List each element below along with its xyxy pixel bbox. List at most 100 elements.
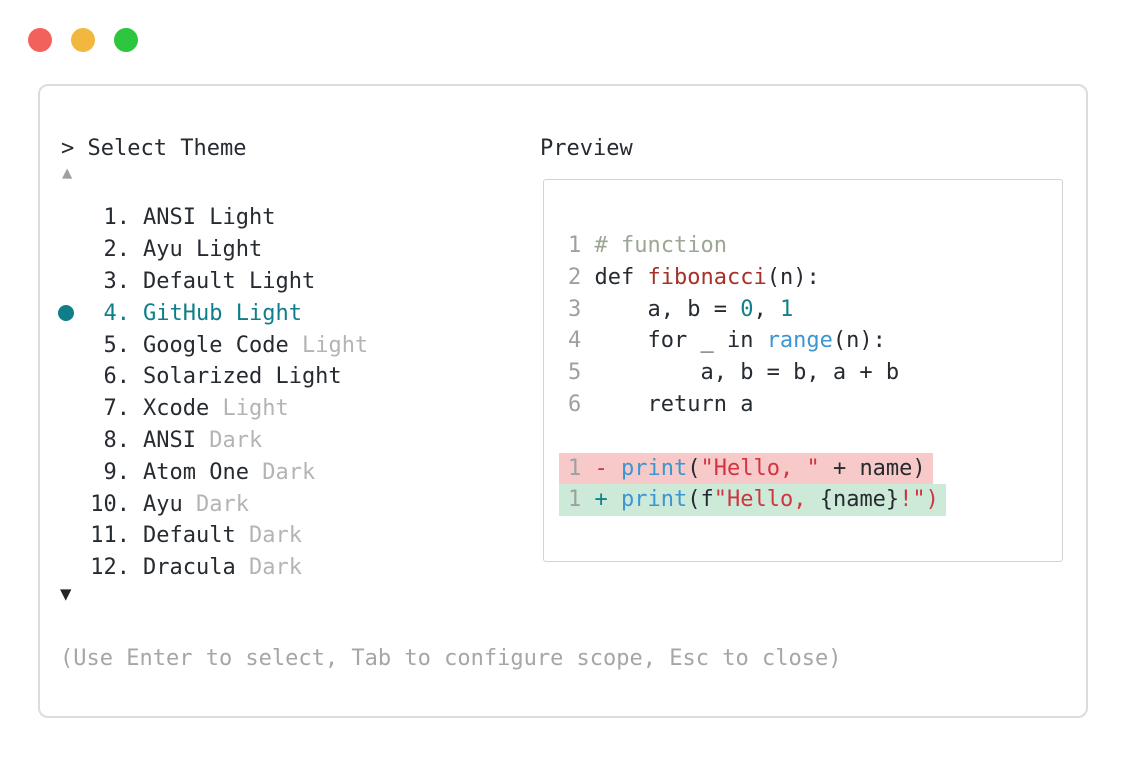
theme-list: 1. ANSI Light 2. Ayu Light 3. Default Light 4.…: [40, 202, 520, 584]
theme-item-number: 11.: [90, 523, 130, 549]
code-line: 5 a, b = b, a + b: [568, 357, 946, 389]
code-token: 1: [779, 296, 794, 322]
theme-item-number: 5.: [103, 332, 131, 358]
picker-title-label: Select Theme: [87, 136, 247, 161]
theme-name-segment: Xcode: [143, 396, 223, 422]
code-token: +: [594, 487, 621, 513]
theme-name-segment: Ayu Light: [143, 237, 263, 263]
code-line: 1 # function: [568, 230, 946, 262]
theme-item-number: 8.: [103, 427, 131, 453]
code-token: print: [621, 487, 688, 513]
line-number: 2: [568, 264, 595, 290]
code-token: fibonacci: [647, 264, 767, 290]
help-text: (Use Enter to select, Tab to configure s…: [60, 646, 842, 671]
diff-added-line: 1 + print(f"Hello, {name}!"): [559, 484, 946, 517]
traffic-light-minimize-button[interactable]: [71, 28, 95, 52]
traffic-light-close-button[interactable]: [28, 28, 52, 52]
code-token: "Hello, ": [700, 455, 820, 481]
code-token: "Hello,: [713, 487, 820, 513]
code-token: (n):: [766, 264, 820, 290]
code-token: (f: [687, 487, 714, 513]
scroll-up-indicator[interactable]: ▲: [62, 163, 73, 183]
code-line: 4 for _ in range(n):: [568, 325, 946, 357]
diff-removed-line: 1 - print("Hello, " + name): [559, 452, 933, 485]
code-token: a, b = b, a + b: [594, 360, 900, 386]
theme-name-segment: GitHub Light: [143, 300, 302, 326]
theme-name-segment: Dracula: [143, 555, 249, 581]
traffic-light-maximize-button[interactable]: [114, 28, 138, 52]
theme-item-number: 9.: [103, 459, 131, 485]
theme-picker-panel: > Select Theme ▲ 1. ANSI Light 2. Ayu Light…: [38, 84, 1088, 718]
theme-name-segment: Dark: [248, 555, 302, 581]
theme-item-name: Ayu Dark: [130, 492, 249, 517]
theme-name-segment: ANSI: [143, 427, 210, 453]
theme-list-item[interactable]: 12.Dracula Dark: [40, 552, 520, 584]
line-number: 5: [568, 360, 595, 386]
theme-list-item[interactable]: 2. Ayu Light: [40, 234, 520, 266]
code-line: [568, 421, 946, 453]
theme-list-item[interactable]: 1. ANSI Light: [40, 202, 520, 234]
code-token: (: [687, 455, 701, 481]
theme-item-number: 4.: [103, 300, 131, 326]
theme-item-name: Solarized Light: [130, 364, 342, 389]
picker-title: > Select Theme: [61, 135, 246, 163]
prompt-caret: >: [61, 136, 75, 161]
theme-name-segment: Dark: [248, 523, 302, 549]
theme-item-number: 2.: [103, 237, 131, 263]
code-token: # function: [594, 233, 727, 258]
theme-name-segment: Light: [222, 396, 289, 422]
theme-list-item[interactable]: 9.Atom One Dark: [40, 456, 520, 488]
theme-list-item[interactable]: 8.ANSI Dark: [40, 425, 520, 457]
theme-name-segment: ANSI Light: [143, 205, 276, 231]
theme-list-item[interactable]: 7. Xcode Light: [40, 393, 520, 425]
theme-list-item[interactable]: 5.Google Code Light: [40, 329, 520, 361]
theme-item-number: 1.: [103, 205, 131, 231]
theme-item-number: 6.: [103, 364, 131, 390]
code-token: -: [594, 455, 621, 481]
code-line: 6 return a: [568, 389, 946, 421]
theme-item-name: Dracula Dark: [130, 555, 302, 580]
theme-item-number: 7.: [103, 396, 131, 422]
theme-list-item[interactable]: 11.Default Dark: [40, 520, 520, 552]
line-number: 6: [568, 391, 595, 417]
line-number: 1: [568, 455, 595, 481]
selection-dot-icon: [58, 305, 74, 322]
preview-title: Preview: [540, 136, 633, 161]
theme-item-name: Ayu Light: [130, 237, 262, 262]
theme-name-segment: Dark: [209, 427, 263, 453]
theme-list-item[interactable]: 4. GitHub Light: [40, 297, 520, 329]
code-token: for _ in: [594, 328, 767, 354]
theme-list-item[interactable]: 3. Default Light: [40, 266, 520, 298]
scroll-down-indicator[interactable]: ▼: [60, 583, 72, 605]
code-token: {name}: [819, 487, 900, 513]
code-token: ,: [753, 296, 780, 322]
code-line: 1 - print("Hello, " + name): [559, 452, 946, 485]
code-token: 0: [740, 296, 754, 322]
theme-name-segment: Dark: [195, 491, 249, 517]
theme-name-segment: Light: [301, 332, 369, 358]
theme-item-name: GitHub Light: [130, 301, 302, 326]
selected-item-marker: [56, 305, 80, 322]
theme-item-name: ANSI Dark: [130, 428, 262, 453]
code-token: a, b =: [594, 296, 741, 322]
theme-item-name: Default Dark: [130, 523, 302, 548]
theme-name-segment: Ayu: [143, 491, 196, 517]
theme-name-segment: Atom One: [143, 459, 263, 485]
line-number: 4: [568, 328, 595, 354]
line-number: 1: [568, 487, 595, 513]
line-number: 3: [568, 296, 595, 322]
code-line: 3 a, b = 0, 1: [568, 294, 946, 326]
theme-name-segment: Default Light: [143, 268, 316, 294]
theme-name-segment: Solarized Light: [143, 364, 342, 390]
theme-list-item[interactable]: 10.Ayu Dark: [40, 488, 520, 520]
theme-item-name: Google Code Light: [130, 333, 368, 358]
theme-item-number: 3.: [103, 268, 131, 294]
theme-list-item[interactable]: 6. Solarized Light: [40, 361, 520, 393]
code-token: def: [594, 264, 648, 290]
code-token: !"): [899, 487, 939, 513]
theme-item-name: Default Light: [130, 269, 315, 294]
code-line: 1 + print(f"Hello, {name}!"): [559, 484, 946, 517]
code-token: + name): [819, 455, 926, 481]
theme-item-number: 12.: [90, 555, 130, 581]
theme-name-segment: Google Code: [143, 332, 302, 358]
